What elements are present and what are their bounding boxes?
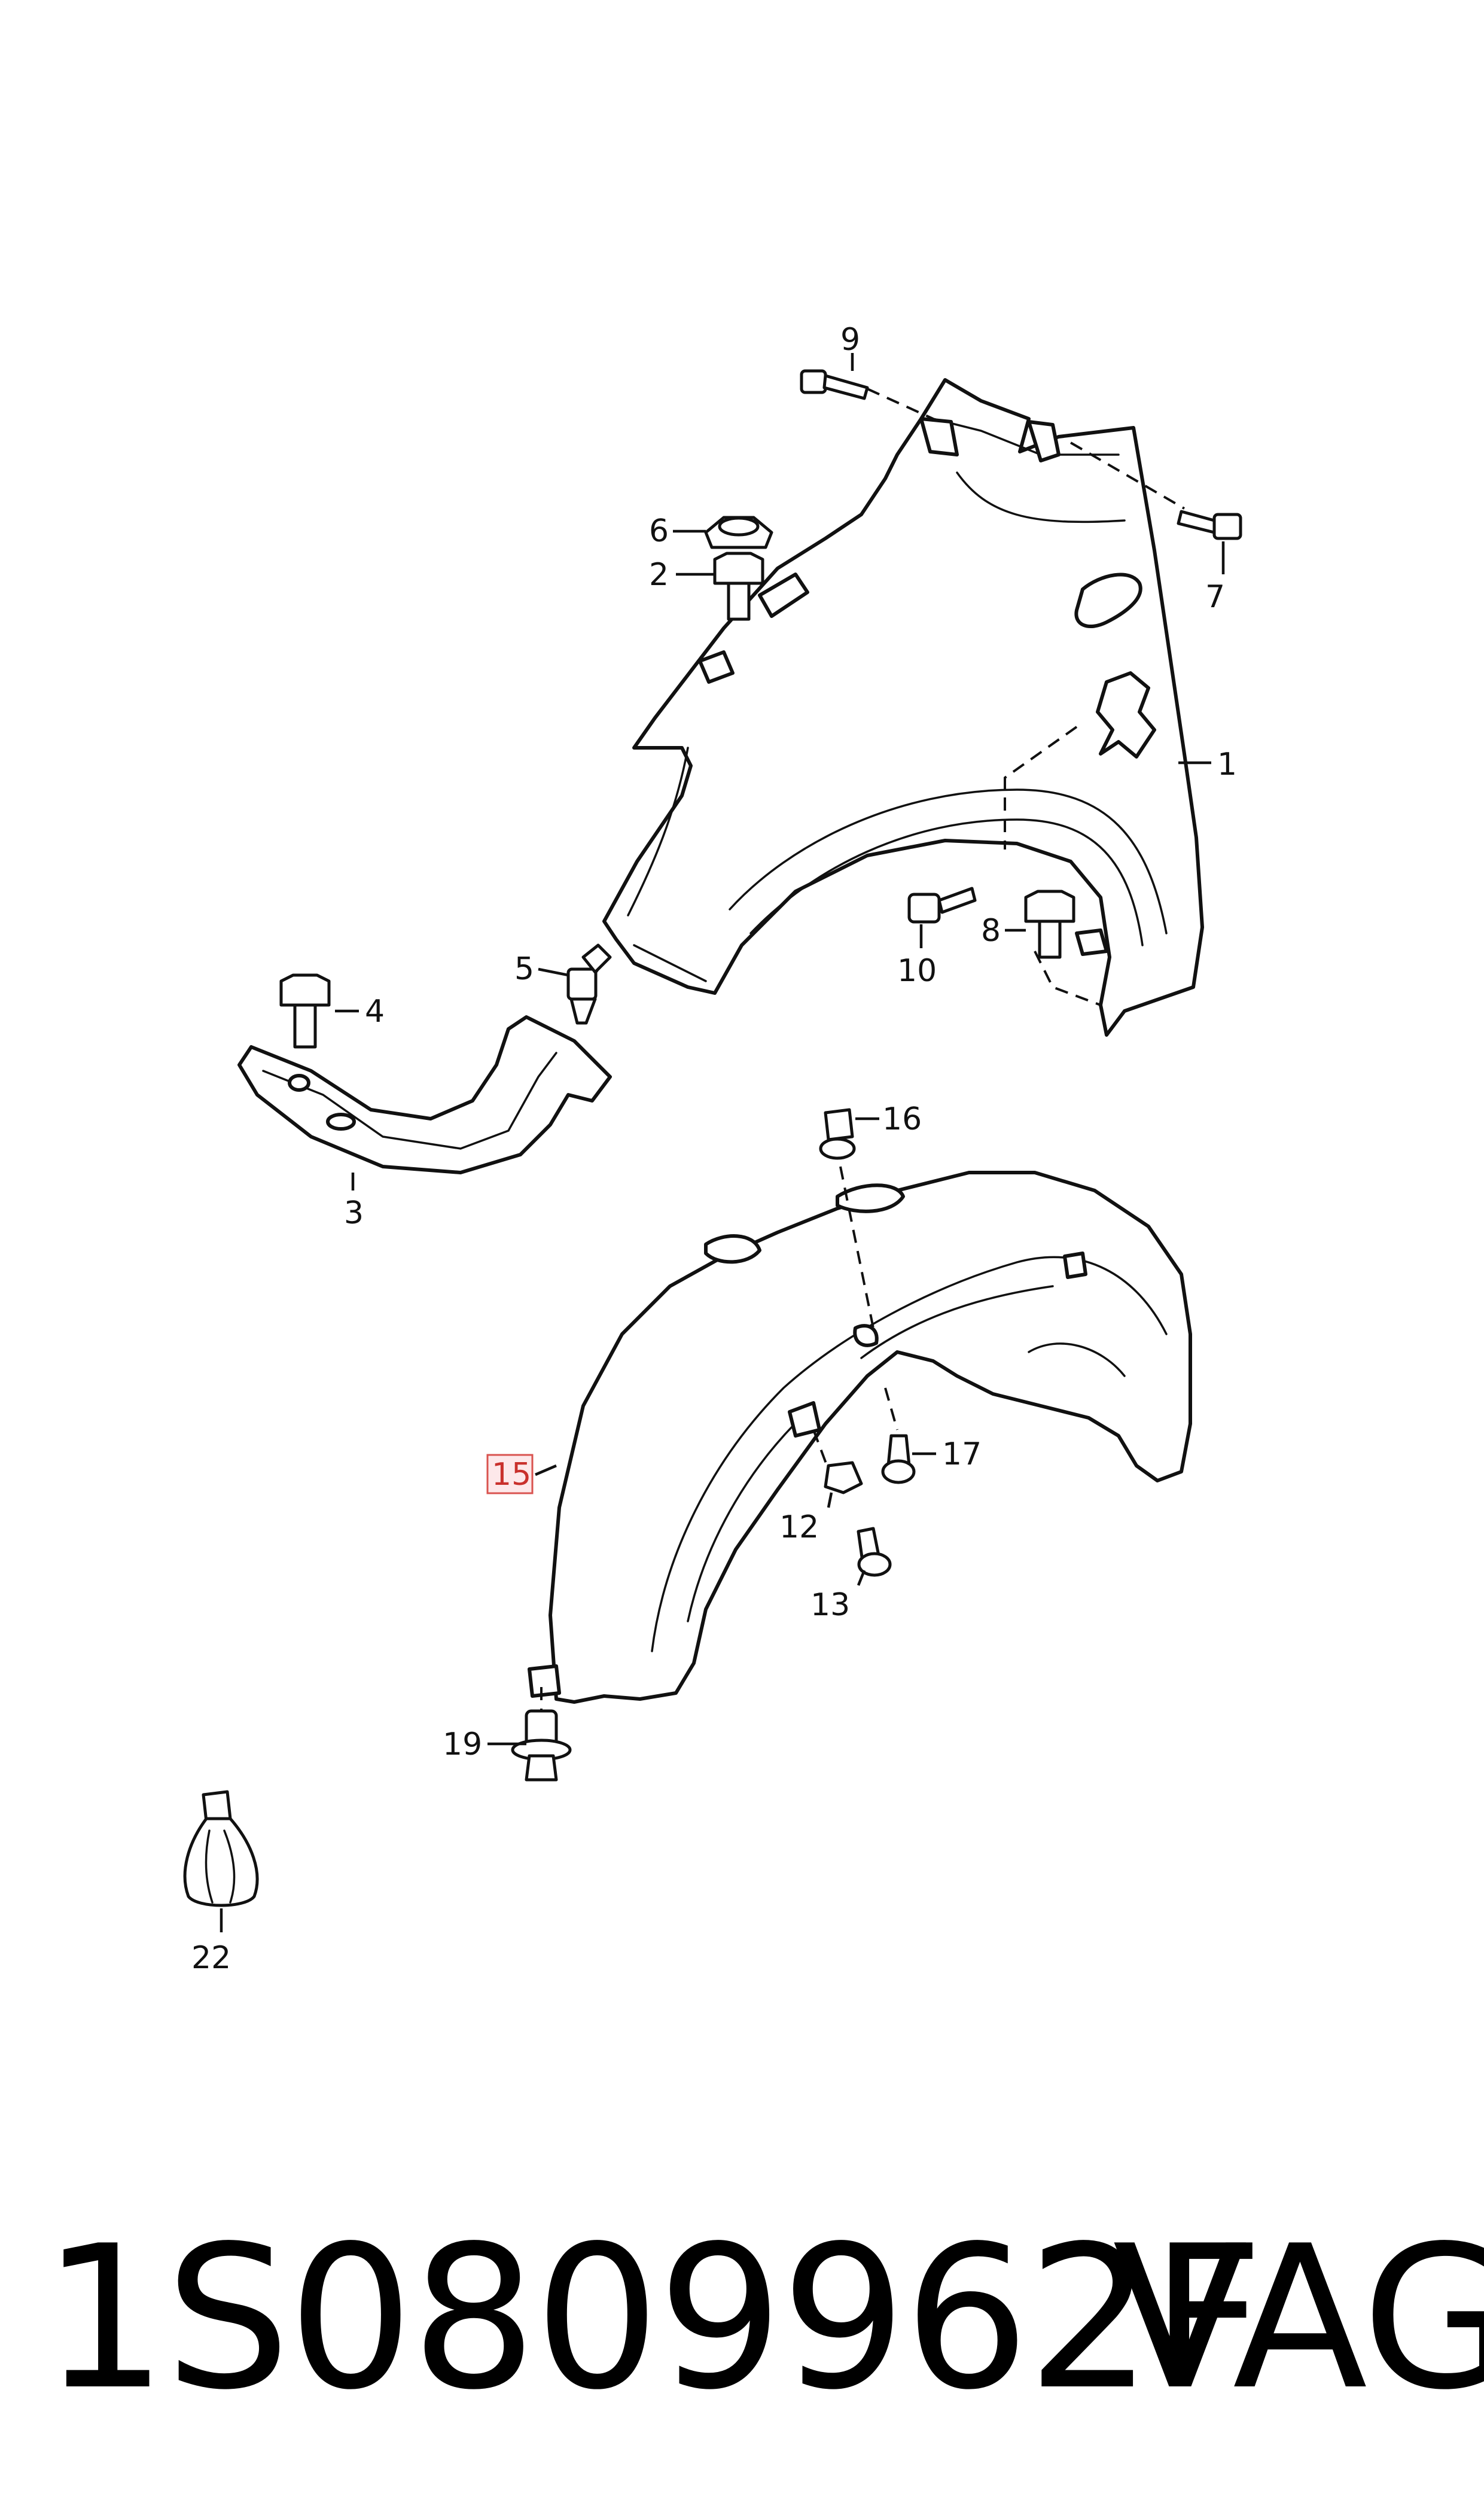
clip-16 [819,1108,856,1160]
callout-19: 19 [443,1727,482,1762]
callout-17: 17 [942,1436,982,1472]
bolt-2 [713,552,764,621]
callout-6: 6 [649,513,669,549]
callout-13: 13 [810,1587,850,1623]
callout-10: 10 [897,953,937,989]
bolt-8 [1024,890,1075,959]
callout-15: 15 [492,1457,531,1493]
part-number: 1S0809962F [42,2203,1264,2433]
callout-4: 4 [365,994,385,1030]
callout-7: 7 [1205,579,1225,615]
callout-15-highlight [486,1454,534,1494]
front-fender [602,378,1204,1037]
screw-13 [857,1527,892,1577]
nut-6 [704,516,773,549]
callout-2: 2 [649,557,669,593]
bolt-7 [1177,510,1242,540]
stud-5 [566,943,612,1025]
mounting-bracket [237,1015,612,1174]
rivet-19 [511,1709,572,1782]
callout-16: 16 [882,1101,922,1137]
parts-diagram: 9 7 6 2 1 10 8 4 5 3 16 17 12 13 15 19 2… [183,322,1242,1976]
callout-1: 1 [1217,747,1237,783]
bolt-10 [907,887,977,924]
brand-name: VAG [1113,2203,1484,2433]
screw-17 [881,1434,916,1484]
bolt-4 [279,973,331,1049]
callout-22: 22 [191,1940,231,1976]
callout-8: 8 [981,913,1001,949]
bolt-9 [800,369,869,400]
callout-3: 3 [344,1195,364,1231]
callout-labels: 9 7 6 2 1 10 8 4 5 3 16 17 12 13 15 19 2… [191,322,1237,1976]
clip-nut-12 [824,1461,863,1494]
cap-22 [183,1790,259,1907]
callout-9: 9 [840,322,860,358]
locator-lines [540,388,1186,1735]
wheel-housing-liner [528,1171,1192,1704]
callout-12: 12 [779,1509,819,1545]
leader-lines [220,353,1225,1932]
callout-5: 5 [514,951,534,987]
